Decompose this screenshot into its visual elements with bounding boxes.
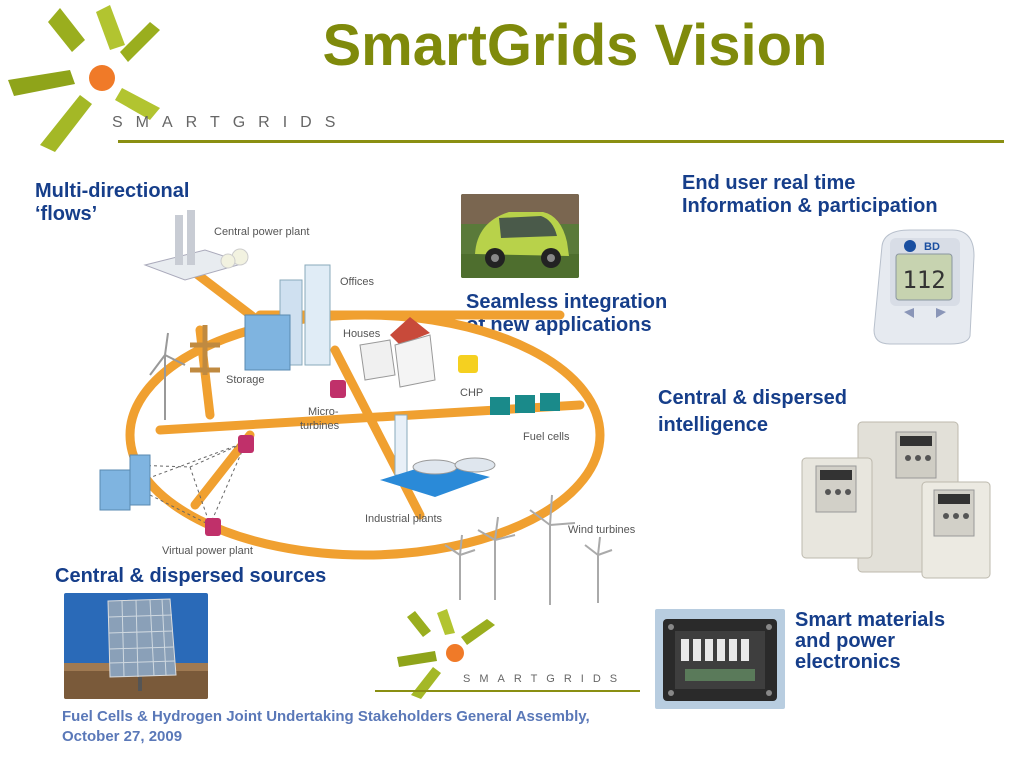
grid-diagram: Central power plant Offices Houses Stora… bbox=[90, 205, 640, 610]
label-offices: Offices bbox=[340, 276, 375, 288]
logo-text: SMARTGRIDS bbox=[112, 114, 348, 131]
wind-turbines-group-icon bbox=[444, 494, 613, 605]
end-user-line1: End user real time bbox=[682, 172, 856, 194]
storage-icon bbox=[190, 325, 220, 375]
smartgrids-logo: SMARTGRIDS bbox=[0, 0, 380, 160]
footer: Fuel Cells & Hydrogen Joint Undertaking … bbox=[62, 707, 682, 747]
industrial-plant-icon bbox=[380, 414, 496, 497]
label-virtual-power-plant: Virtual power plant bbox=[162, 545, 253, 557]
footer-line1: Fuel Cells & Hydrogen Joint Undertaking … bbox=[62, 708, 590, 725]
fuel-cells-icon bbox=[490, 393, 560, 415]
label-houses: Houses bbox=[343, 328, 381, 340]
bottom-logo-text: SMARTGRIDS bbox=[463, 673, 626, 685]
label-micro-turbines-2: turbines bbox=[300, 420, 340, 432]
offices-icon bbox=[244, 264, 331, 371]
houses-icon bbox=[359, 317, 436, 388]
end-user-line2: Information & participation bbox=[682, 195, 938, 217]
central-sources-label: Central & dispersed sources bbox=[55, 565, 327, 587]
central-power-plant-icon bbox=[143, 210, 249, 281]
meter-brand: BD bbox=[924, 241, 940, 253]
intelligence-line2: intelligence bbox=[658, 414, 769, 436]
intelligence-label: Central & dispersed intelligence bbox=[658, 385, 847, 439]
electric-car-photo bbox=[461, 194, 579, 278]
smart-materials-line1: Smart materials bbox=[795, 609, 946, 631]
solar-panel-photo bbox=[64, 593, 208, 699]
chp-icon bbox=[458, 355, 478, 373]
solar-array-icon bbox=[99, 454, 151, 511]
label-fuel-cells: Fuel cells bbox=[523, 431, 570, 443]
bottom-smartgrids-logo: SMARTGRIDS bbox=[375, 605, 640, 700]
smartgrids-logo-mark: SMARTGRIDS bbox=[8, 5, 348, 152]
label-wind-turbines: Wind turbines bbox=[568, 524, 636, 536]
smart-materials-line3: electronics bbox=[795, 651, 901, 673]
intelligence-line1: Central & dispersed bbox=[658, 387, 847, 409]
footer-line2: October 27, 2009 bbox=[62, 728, 183, 745]
micro-turbine-icon bbox=[205, 380, 346, 536]
label-chp: CHP bbox=[460, 387, 483, 399]
label-storage: Storage bbox=[226, 374, 265, 386]
seamless-line1: Seamless integration bbox=[466, 291, 668, 313]
multi-directional-label: Multi-directional ‘flows’ bbox=[35, 180, 189, 226]
smart-materials-line2: and power bbox=[795, 630, 896, 652]
multi-directional-line1: Multi-directional bbox=[35, 180, 190, 202]
label-central-power-plant: Central power plant bbox=[214, 226, 309, 238]
meter-reading: 112 bbox=[902, 266, 945, 294]
slide-title: SmartGrids Vision bbox=[322, 13, 828, 78]
multi-directional-line2: ‘flows’ bbox=[35, 203, 98, 225]
smart-materials-label: Smart materials and power electronics bbox=[795, 610, 945, 673]
wind-turbine-icon bbox=[149, 332, 186, 420]
label-micro-turbines-1: Micro- bbox=[308, 406, 339, 418]
power-electronics-photo bbox=[655, 609, 785, 709]
title-divider bbox=[118, 140, 1004, 143]
label-industrial-plants: Industrial plants bbox=[365, 513, 443, 525]
inverter-devices-image bbox=[800, 420, 992, 580]
glucose-meter-image: 112 BD bbox=[870, 226, 980, 346]
end-user-label: End user real time Information & partici… bbox=[682, 172, 938, 218]
